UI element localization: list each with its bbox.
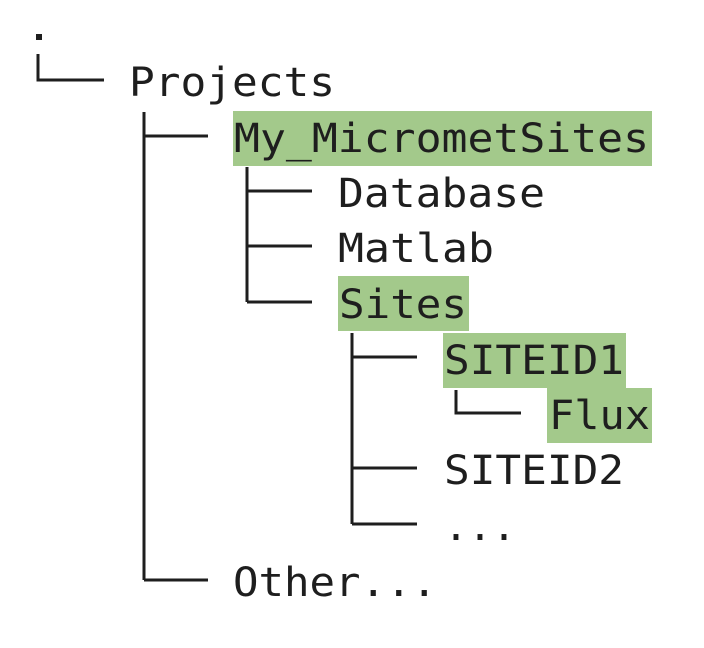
node-sites: Sites <box>339 282 467 328</box>
tree-highlights <box>233 111 652 443</box>
tree-labels: Projects My_MicrometSites Database Matla… <box>129 60 650 606</box>
node-other: Other... <box>233 560 437 606</box>
highlight-my-micrometsites <box>233 111 652 166</box>
connector-projects <box>36 54 104 82</box>
tree-root-marker <box>36 34 42 40</box>
node-siteid1: SITEID1 <box>444 338 624 384</box>
node-matlab: Matlab <box>338 226 494 272</box>
node-flux: Flux <box>549 393 650 439</box>
node-my-micrometsites: My_MicrometSites <box>234 116 649 162</box>
node-siteid2: SITEID2 <box>444 448 624 494</box>
node-ellipsis: ... <box>444 504 516 550</box>
highlight-sites <box>338 276 469 331</box>
node-projects: Projects <box>129 60 335 106</box>
tree-connectors <box>36 54 521 582</box>
highlight-siteid1 <box>443 333 626 388</box>
node-database: Database <box>338 171 545 217</box>
highlight-flux <box>547 388 652 443</box>
connector-flux <box>454 390 521 415</box>
